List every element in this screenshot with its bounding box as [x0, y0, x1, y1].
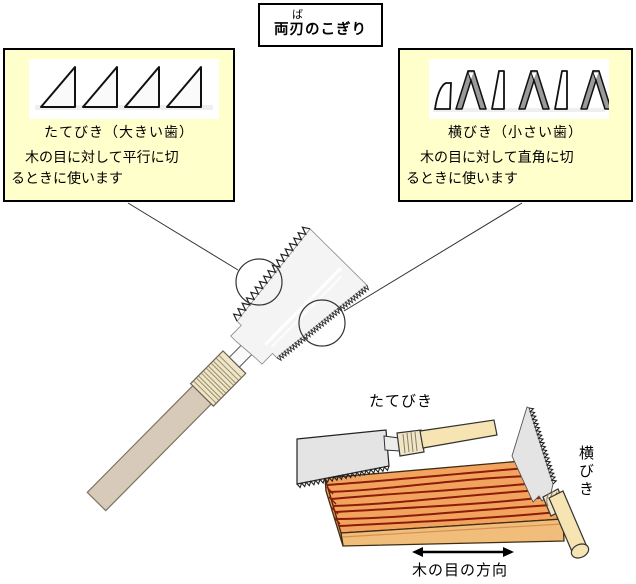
rip-saw-label: たてびき [369, 392, 434, 410]
wood-grain-lines [326, 467, 559, 527]
wood-front-line [341, 523, 563, 538]
main-saw-crosscut-teeth [276, 284, 370, 362]
crosscut-description: 木の目に対して直角に切 るときに使います [406, 148, 627, 190]
rip-teeth-diagram [35, 66, 213, 110]
grain-direction-label: 木の目の方向 [411, 561, 508, 579]
title-furigana: ば [292, 8, 303, 21]
blade-highlight [263, 266, 343, 346]
rip-saw-handle [419, 419, 498, 449]
rip-teeth-panel [29, 59, 219, 119]
crosscut-saw-label: 横びき [577, 445, 595, 499]
rip-saw-teeth [296, 465, 390, 489]
crosscut-saw-blade [511, 406, 554, 503]
crosscut-teeth-panel [429, 59, 612, 119]
blade-highlight [270, 275, 343, 348]
wood-board-illustration [324, 460, 565, 547]
crosscut-saw-teeth [528, 407, 558, 485]
rip-description-line2: るときに使います [11, 171, 123, 187]
rip-saw-ferrule-ribs [402, 431, 418, 454]
main-saw-handle [86, 382, 215, 512]
crosscut-saw-small [511, 406, 590, 559]
grain-direction-arrow [412, 547, 514, 557]
wood-board-end [324, 477, 344, 547]
main-saw-blade [230, 228, 368, 365]
main-saw-illustration [86, 226, 370, 512]
crosscut-description-line1: 木の目に対して直角に切 [406, 150, 574, 166]
main-saw-rip-teeth [232, 226, 311, 322]
wood-end-grain [326, 486, 341, 525]
crosscut-info-box: 横びき（小さい歯） 木の目に対して直角に切 るときに使います [398, 48, 633, 202]
crosscut-description-line2: るときに使います [406, 171, 518, 187]
crosscut-heading: 横びき（小さい歯） [448, 125, 583, 141]
rip-description: 木の目に対して平行に切 るときに使います [11, 148, 229, 190]
page-title: 両刃のこぎり [274, 22, 367, 38]
crosscut-highlight-circle [298, 299, 346, 347]
leader-line-rip [127, 202, 239, 271]
title-box: ば 両刃のこぎり [258, 3, 383, 47]
rip-highlight-circle [235, 258, 283, 306]
rip-saw-small [296, 419, 498, 489]
rip-description-line1: 木の目に対して平行に切 [11, 150, 179, 166]
main-saw-ferrule-ribs [193, 355, 242, 404]
leader-line-cross [343, 202, 523, 312]
rip-heading: たてびき（大きい歯） [44, 125, 194, 141]
rip-info-box: たてびき（大きい歯） 木の目に対して平行に切 るときに使います [3, 48, 235, 202]
crosscut-saw-handle-end [570, 543, 590, 559]
crosscut-teeth-diagram [433, 70, 612, 112]
